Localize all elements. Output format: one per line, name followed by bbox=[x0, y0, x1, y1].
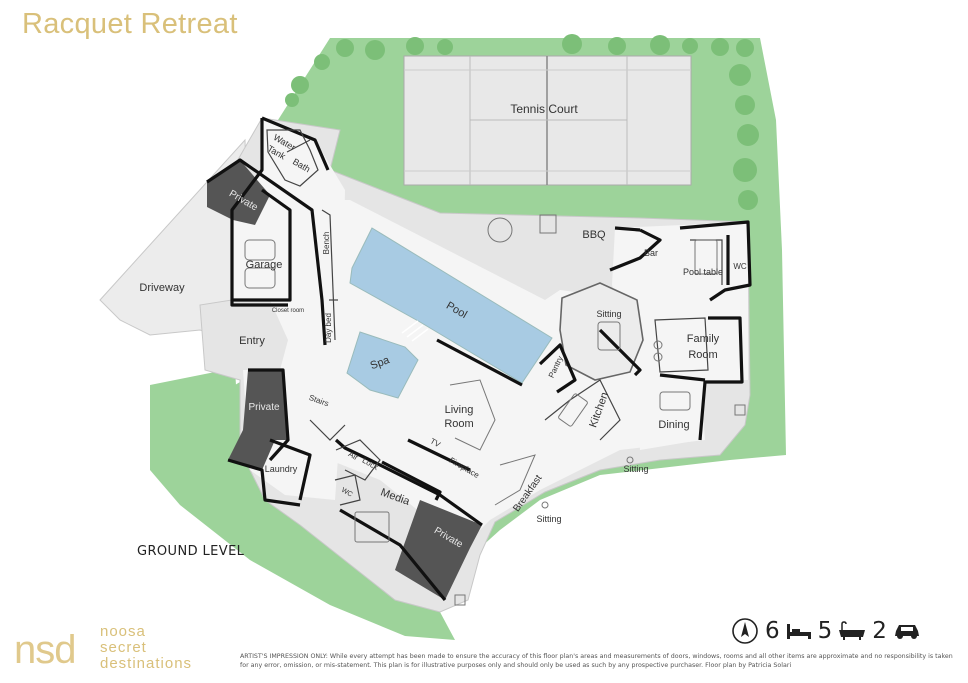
label-bench: Bench bbox=[322, 232, 331, 255]
logo-words: noosa secret destinations bbox=[100, 624, 192, 672]
label-sitting-2: Sitting bbox=[623, 464, 648, 474]
pool bbox=[349, 227, 553, 384]
east-wing-floor bbox=[612, 222, 748, 450]
trees bbox=[285, 34, 759, 210]
logo-line-2: secret bbox=[100, 639, 147, 656]
label-living-1: Living bbox=[445, 404, 474, 416]
property-counts: 6 5 2 bbox=[731, 614, 921, 648]
label-living-2: Room bbox=[444, 418, 473, 430]
bedroom-count: 6 bbox=[765, 618, 780, 644]
label-day-bed: Day bed bbox=[324, 313, 333, 343]
tennis-court bbox=[403, 55, 692, 186]
bathroom-count: 5 bbox=[817, 618, 833, 644]
label-tennis: Tennis Court bbox=[510, 102, 578, 116]
private-room-top bbox=[207, 160, 270, 225]
inner-walls bbox=[266, 129, 723, 506]
label-bar: Bar bbox=[644, 248, 658, 258]
pool-steps bbox=[401, 320, 429, 342]
label-family-2: Room bbox=[688, 349, 717, 361]
logo-line-3: destinations bbox=[100, 655, 193, 672]
label-private-left: Private bbox=[248, 402, 280, 413]
disclaimer: ARTIST'S IMPRESSION ONLY: While every at… bbox=[240, 653, 953, 669]
label-bbq: BBQ bbox=[582, 229, 606, 241]
bath-icon bbox=[839, 621, 866, 640]
logo-mark: nsd bbox=[14, 628, 76, 672]
plan-title: Racquet Retreat bbox=[22, 8, 238, 40]
private-room-left bbox=[228, 370, 288, 470]
private-room-bottom bbox=[395, 500, 482, 600]
label-garage: Garage bbox=[246, 259, 283, 271]
car-count: 2 bbox=[872, 618, 887, 644]
bed-icon bbox=[786, 624, 811, 639]
label-pool-table: Pool table bbox=[683, 267, 723, 277]
label-driveway: Driveway bbox=[139, 282, 185, 294]
label-family-1: Family bbox=[687, 333, 720, 345]
label-entry: Entry bbox=[239, 335, 265, 347]
furniture bbox=[244, 214, 746, 606]
label-air: Air bbox=[347, 449, 360, 462]
label-sitting-3: Sitting bbox=[536, 514, 561, 524]
label-wc-right: WC bbox=[733, 262, 747, 271]
compass-icon bbox=[732, 618, 758, 644]
label-dining: Dining bbox=[658, 419, 689, 431]
label-sitting-1: Sitting bbox=[596, 309, 621, 319]
label-closet: Closet room bbox=[272, 308, 304, 314]
car-icon bbox=[894, 625, 919, 639]
lawn-left bbox=[150, 368, 455, 640]
walls bbox=[206, 116, 752, 602]
label-wc-small: WC bbox=[340, 487, 354, 499]
logo-line-1: noosa bbox=[100, 623, 146, 640]
spa bbox=[346, 331, 419, 399]
level-label: GROUND LEVEL bbox=[137, 544, 245, 559]
label-laundry: Laundry bbox=[265, 464, 298, 474]
